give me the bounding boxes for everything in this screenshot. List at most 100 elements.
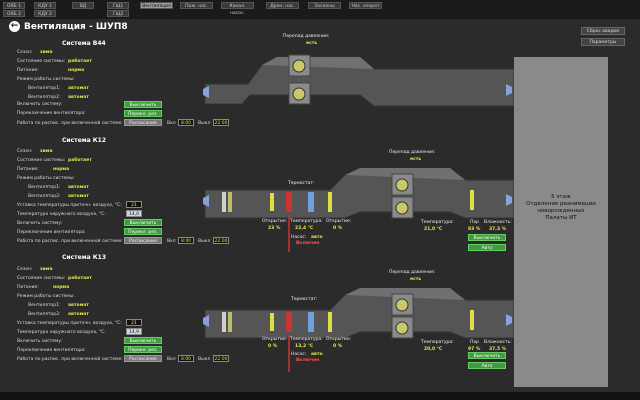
k13-off-time-field[interactable]: 22:00	[213, 355, 229, 362]
k13-enable-button[interactable]: Выключить	[124, 337, 162, 344]
k13-mode-label: Режим работы системы:	[17, 294, 75, 299]
top-navigation: ОЯБ 1 КДУ 1 ВД ГЩ1 Вентиляция Пож. нас. …	[0, 0, 640, 19]
k13-off-label: Выкл	[198, 357, 211, 362]
k12-pressure-value: есть	[410, 157, 422, 162]
back-arrow-icon[interactable]: ←	[9, 21, 20, 32]
k12-humidifier-auto-button[interactable]: Авто	[468, 244, 506, 251]
k12-pump-mode: авто	[311, 235, 323, 240]
b44-switch-label: Переключение вентилятора:	[17, 111, 86, 116]
tab-sewer-pumps[interactable]: Канал. насос.	[221, 2, 254, 16]
k12-steam-label: Пар	[470, 220, 479, 225]
b44-state-label: Состояние системы:	[17, 59, 66, 64]
k12-mode-label: Режим работы системы:	[17, 176, 75, 181]
k12-season-value: зима	[40, 149, 53, 154]
k13-season-value: зима	[40, 267, 53, 272]
b44-on-time-field[interactable]: 8:00	[178, 119, 194, 126]
b44-enable-button[interactable]: Выключить	[124, 101, 162, 108]
b44-power-label: Питание:	[17, 68, 39, 73]
tab-vd[interactable]: ВД	[72, 2, 94, 9]
k13-humidifier-button[interactable]: Выключить	[468, 352, 506, 359]
tab-kdu1[interactable]: КДУ 1	[34, 2, 56, 9]
k13-on-label: Вкл	[167, 357, 176, 362]
k13-switch-button[interactable]: Перекл. рез.	[124, 346, 162, 353]
k12-season-label: Сезон:	[17, 149, 33, 154]
b44-enable-label: Включить систему:	[17, 102, 63, 107]
b44-pressure-value: есть	[306, 41, 318, 46]
k12-supply-temp-label: Температура:	[421, 220, 454, 225]
k12-state-label: Состояние системы:	[17, 158, 66, 163]
k13-pump-state: Включен	[296, 358, 320, 363]
k13-fan2-value: автомат	[68, 312, 89, 317]
tab-oyab1[interactable]: ОЯБ 1	[3, 2, 25, 9]
k13-humidifier-auto-button[interactable]: Авто	[468, 362, 506, 369]
k13-state-label: Состояние системы:	[17, 276, 66, 281]
k12-open1-value: 23 %	[268, 226, 281, 231]
k13-pump-label: Насос:	[291, 352, 307, 357]
tab-drain-pumps[interactable]: Дрен. нас.	[266, 2, 299, 9]
b44-state-value: работает	[68, 59, 92, 64]
tab-gsch2[interactable]: ГЩ2	[107, 10, 129, 17]
k13-humidity-value: 37,5 %	[489, 347, 507, 352]
k13-steam-label: Пар	[470, 340, 479, 345]
k13-temp1-label: Температура:	[290, 337, 323, 342]
k12-off-time-field[interactable]: 22:00	[213, 237, 229, 244]
k12-enable-button[interactable]: Выключить	[124, 219, 162, 226]
k13-schedule-button[interactable]: Расписание	[124, 355, 162, 362]
b44-off-time-field[interactable]: 22:00	[213, 119, 229, 126]
k12-pump-label: Насос:	[291, 235, 307, 240]
tab-ventilation[interactable]: Вентиляция	[140, 2, 173, 9]
k13-power-label: Питание:	[17, 285, 39, 290]
tab-gsch1[interactable]: ГЩ1	[107, 2, 129, 9]
b44-schedule-label: Работа по распис. при включенной системе…	[17, 121, 123, 126]
k13-pump-mode: авто	[311, 352, 323, 357]
b44-fan1-label: Вентилятор1:	[28, 86, 61, 91]
b44-switch-button[interactable]: Перекл. рез.	[124, 110, 162, 117]
k12-setpoint-field[interactable]: 21	[126, 201, 142, 208]
k13-open2-label: Открытие:	[326, 337, 352, 342]
k13-duct	[203, 287, 515, 372]
tab-chlorate-pumps[interactable]: Нас. хлорат	[349, 2, 382, 9]
k12-schedule-button[interactable]: Расписание	[124, 237, 162, 244]
k13-fan1-value: автомат	[68, 303, 89, 308]
room-label: 5 этаж Отделение реанимации новорожденны…	[526, 194, 596, 221]
k13-on-time-field[interactable]: 8:00	[178, 355, 194, 362]
k12-temp1-label: Температура:	[290, 219, 323, 224]
k12-temp1-value: 22,4 °С	[295, 226, 314, 231]
k13-setpoint-field[interactable]: 21	[126, 319, 142, 326]
b44-schedule-button[interactable]: Расписание	[124, 119, 162, 126]
k13-setpoint-label: Уставка температуры приточн. воздуха, °С…	[17, 321, 122, 326]
k12-open1-label: Открытие:	[262, 219, 288, 224]
k13-power-value: норма	[53, 285, 70, 290]
k12-outdoor-value: 14,0	[126, 210, 142, 217]
k13-open2-value: 0 %	[333, 344, 343, 349]
k12-on-label: Вкл	[167, 239, 176, 244]
tab-kdu2[interactable]: КДУ 2	[34, 10, 56, 17]
b44-on-label: Вкл	[167, 121, 176, 126]
k13-switch-label: Переключение вентилятора:	[17, 348, 86, 353]
k12-switch-button[interactable]: Перекл. рез.	[124, 228, 162, 235]
k13-temp1-value: 13,2 °С	[295, 344, 314, 349]
k12-enable-label: Включить систему:	[17, 221, 63, 226]
k12-humidity-value: 37,3 %	[489, 227, 507, 232]
b44-fan1-value: автомат	[68, 86, 89, 91]
k13-outdoor-label: Температура наружного воздуха, °С:	[17, 330, 106, 335]
k13-fan1-label: Вентилятор1:	[28, 303, 61, 308]
k12-state-value: работает	[68, 158, 92, 163]
k12-power-label: Питание:	[17, 167, 39, 172]
b44-fan2-value: автомат	[68, 95, 89, 100]
tab-fire-pumps[interactable]: Пож. нас.	[180, 2, 213, 9]
k12-open2-value: 0 %	[333, 226, 343, 231]
system-k12-title: Система К12	[62, 137, 107, 144]
k12-humidifier-button[interactable]: Выключить	[468, 234, 506, 241]
reset-alarm-button[interactable]: Сброс аварии	[581, 27, 625, 35]
k13-open1-label: Открытие:	[262, 337, 288, 342]
parameters-button[interactable]: Параметры	[581, 38, 625, 46]
tab-oyab2[interactable]: ОЯБ 2	[3, 10, 25, 17]
k12-outdoor-label: Температура наружного воздуха, °С:	[17, 212, 106, 217]
k12-on-time-field[interactable]: 8:00	[178, 237, 194, 244]
k12-humidity-label: Влажность:	[484, 220, 512, 225]
tab-dampers[interactable]: Заслоны	[308, 2, 341, 9]
b44-power-value: норма	[68, 68, 85, 73]
k13-open1-value: 0 %	[268, 344, 278, 349]
